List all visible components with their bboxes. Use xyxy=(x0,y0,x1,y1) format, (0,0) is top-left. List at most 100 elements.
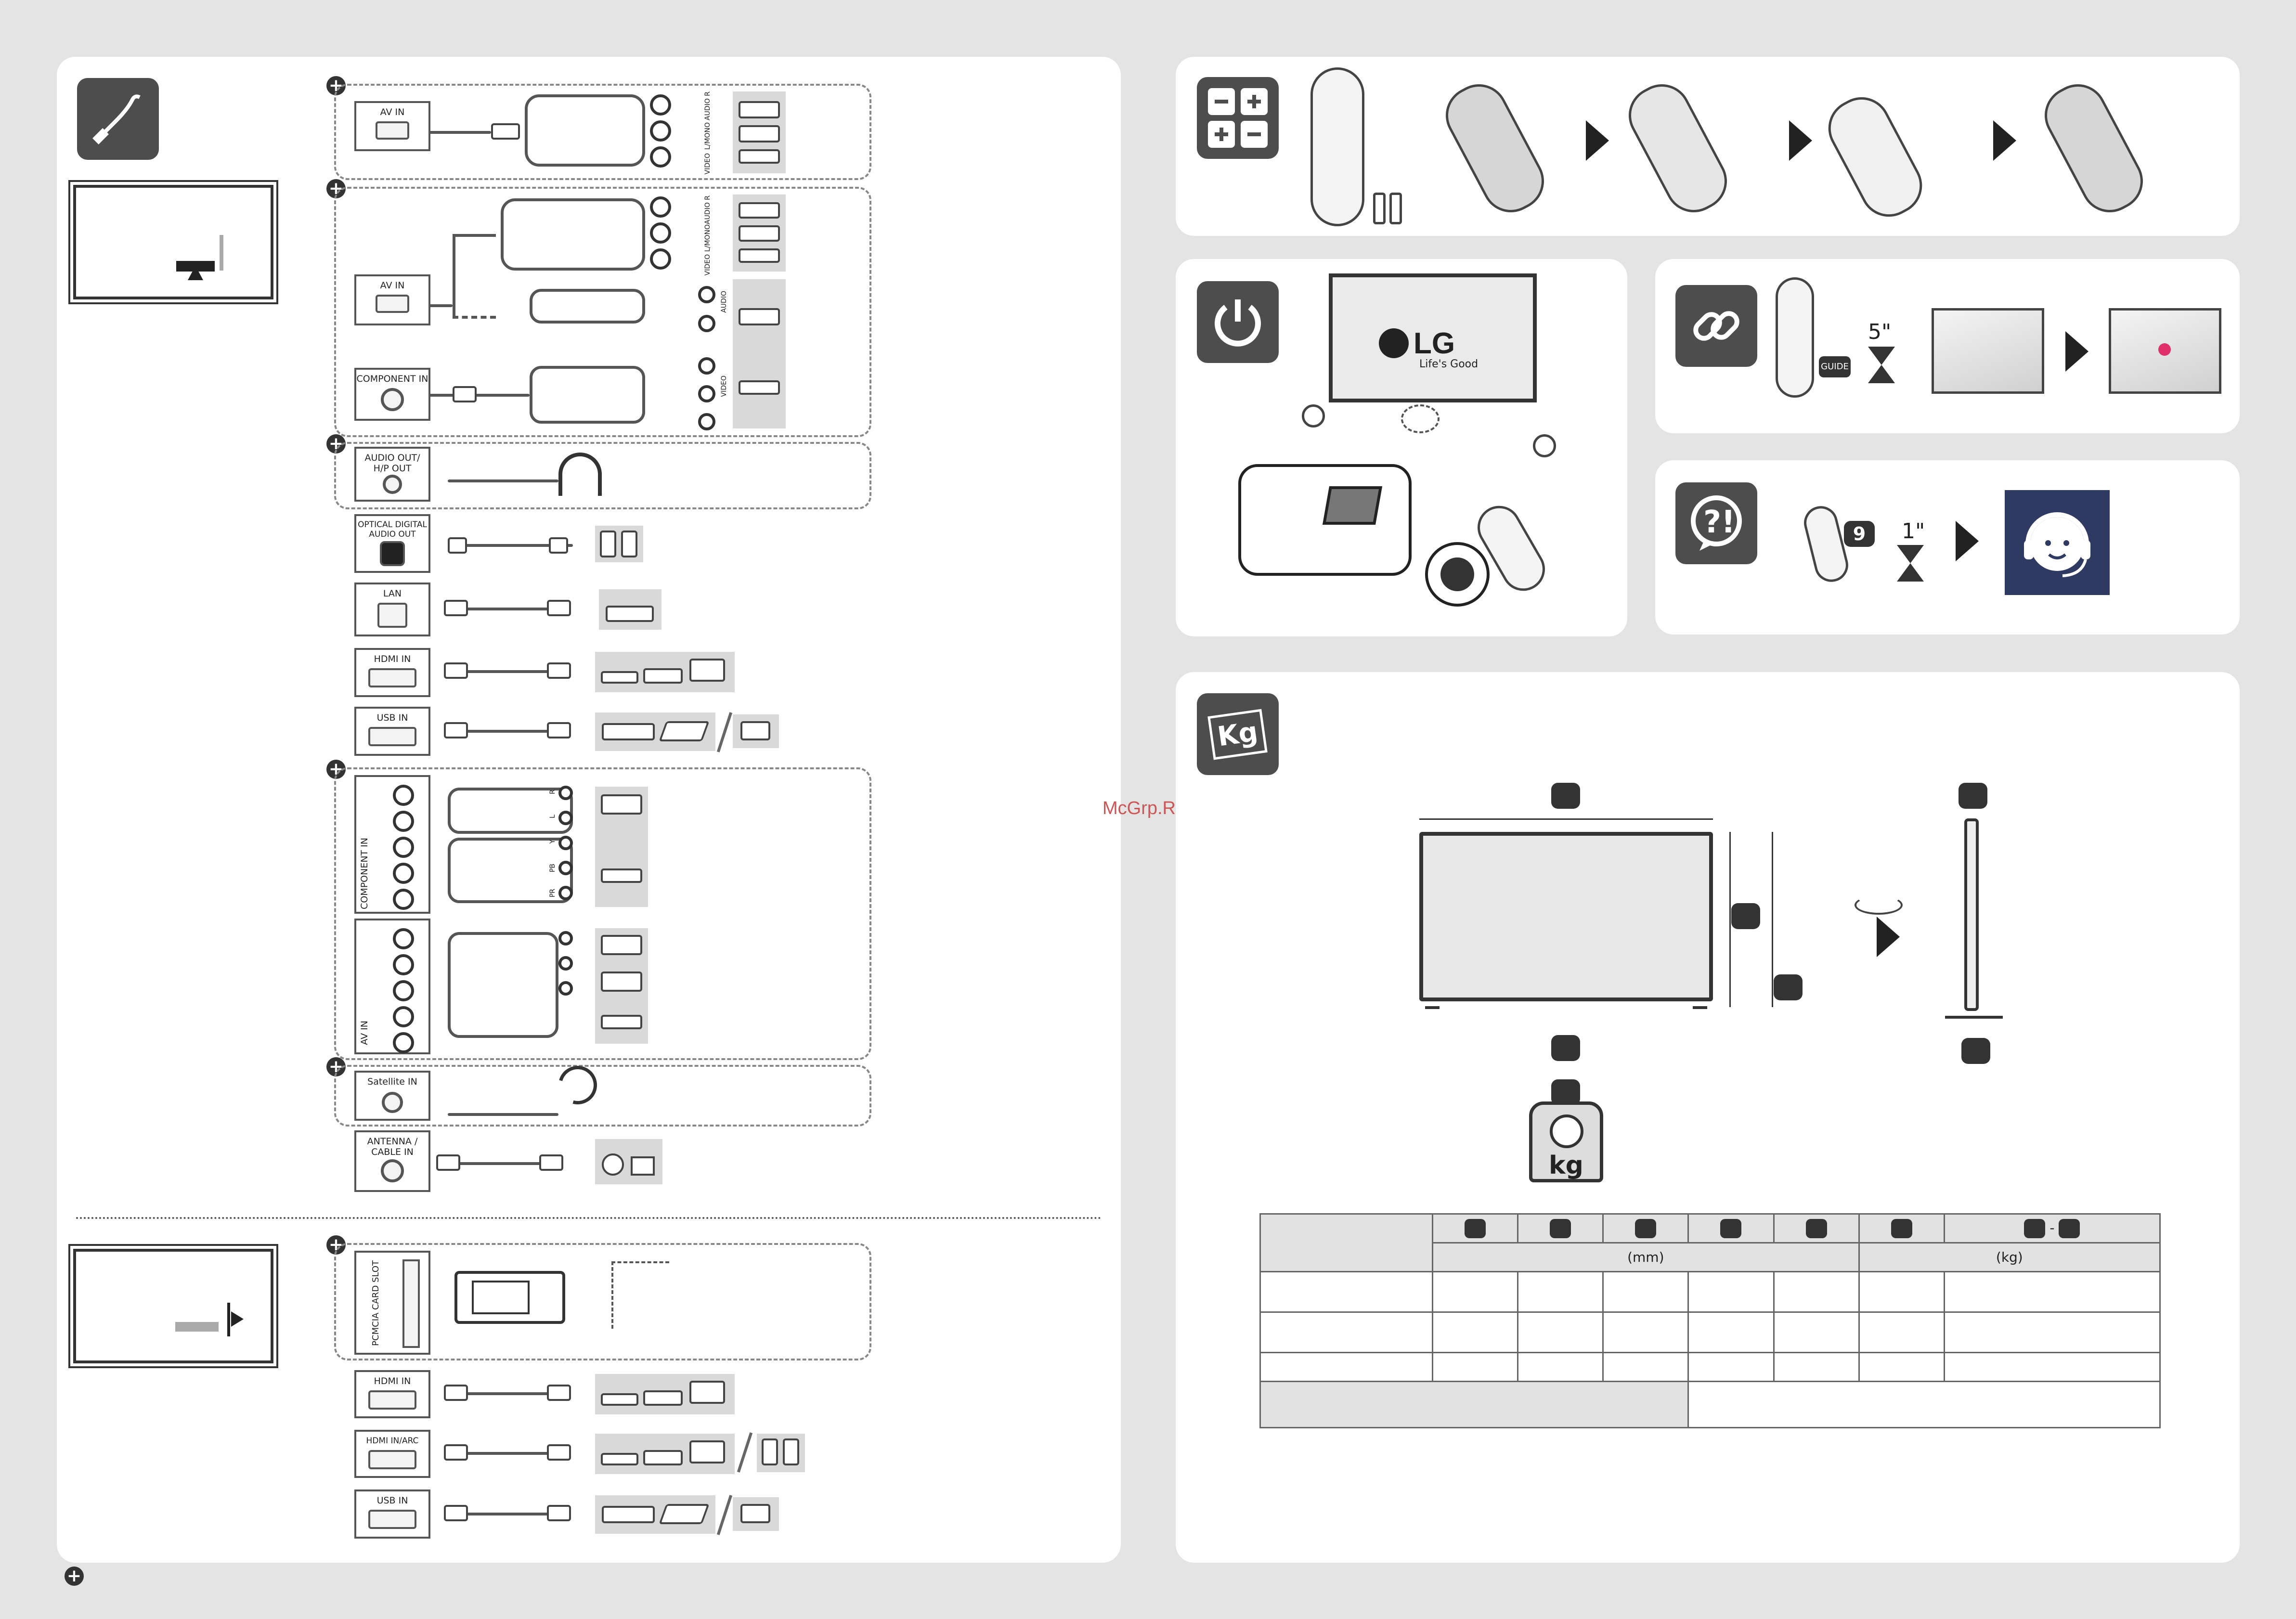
av-jack-icon xyxy=(376,121,409,140)
hdmi-plug-icon xyxy=(444,1385,468,1401)
hdmi-devices xyxy=(595,1434,735,1474)
pink-cursor-icon xyxy=(2158,343,2171,356)
av-cable xyxy=(428,131,491,134)
hdmi-plug-icon xyxy=(444,662,468,679)
hdmi-cable xyxy=(462,1452,558,1455)
usb-in-label: USB IN xyxy=(376,712,408,723)
height-dimension-line-2 xyxy=(1772,832,1773,1007)
usb-in-label: USB IN xyxy=(376,1495,408,1506)
hourglass-icon-bottom xyxy=(1897,563,1924,582)
usb-in-port[interactable]: USB IN xyxy=(354,707,430,756)
tv-side-stand xyxy=(1945,1009,2003,1019)
video-group-label: VIDEO xyxy=(720,376,728,397)
component-in-label: COMPONENT IN xyxy=(356,374,428,384)
hdmi-in-port[interactable]: HDMI IN xyxy=(354,648,430,697)
link-icon xyxy=(1675,285,1757,367)
rca-jacks-1 xyxy=(650,94,671,172)
usb-cable xyxy=(462,1513,558,1515)
hourglass-icon xyxy=(1868,347,1895,365)
usb-plug-icon xyxy=(444,722,468,738)
optical-out-port[interactable]: OPTICAL DIGITAL AUDIO OUT xyxy=(354,514,430,573)
brand-logo: LG xyxy=(1414,327,1455,360)
side-hdmi-in-port[interactable]: HDMI IN xyxy=(354,1370,430,1418)
dimension-badge-c xyxy=(1774,974,1803,1000)
antenna-plug-icon xyxy=(539,1154,563,1171)
usb-plug-icon xyxy=(444,1505,468,1521)
audio-out-port[interactable]: AUDIO OUT/ H/P OUT xyxy=(354,447,430,502)
dimension-badge-b xyxy=(1731,903,1760,929)
rca-split-cables xyxy=(525,94,645,167)
scale-icon: kg xyxy=(1529,1101,1603,1182)
jack-label-video: VIDEO xyxy=(704,254,712,276)
av-in-panel[interactable] xyxy=(354,919,430,1054)
hdmi-jack-icon xyxy=(368,1450,416,1469)
av-in-port[interactable]: AV IN xyxy=(354,101,430,151)
hdmi-plug-icon xyxy=(547,1444,571,1461)
side-usb-in-port[interactable]: USB IN xyxy=(354,1489,430,1539)
kg-icon-label: Kg xyxy=(1207,709,1268,760)
power-icon xyxy=(1197,281,1279,363)
av-device-stack xyxy=(595,928,648,1044)
av-jack-icon xyxy=(376,295,409,313)
support-time: 1" xyxy=(1902,519,1925,544)
mute-icon xyxy=(1533,434,1556,457)
component-in-panel[interactable] xyxy=(354,775,430,914)
watermark: McGrp.Ru xyxy=(1103,798,1186,818)
component-in-port[interactable]: COMPONENT IN xyxy=(354,368,430,421)
component-cable xyxy=(428,394,530,397)
col-g-header: - xyxy=(1943,1213,2161,1243)
tv-side-view xyxy=(1964,818,1979,1011)
antenna-label: ANTENNA / CABLE IN xyxy=(367,1136,418,1157)
table-row xyxy=(1259,1311,2161,1353)
pcmcia-slot-panel[interactable] xyxy=(354,1251,430,1355)
tv-front-view xyxy=(1419,832,1713,1001)
col-a-header xyxy=(1431,1213,1519,1243)
jack-label-video: VIDEO xyxy=(704,153,712,175)
jack-label-audio-r: AUDIO R xyxy=(704,195,712,224)
satellite-in-port[interactable]: Satellite IN xyxy=(354,1071,430,1121)
component-jacks xyxy=(698,357,715,435)
key-nine-button: 9 xyxy=(1844,521,1875,547)
hdmi-plug-icon xyxy=(547,1385,571,1401)
table-row xyxy=(1259,1381,2161,1428)
component-plug-icon xyxy=(453,386,477,402)
guide-button: GUIDE xyxy=(1819,356,1851,377)
lan-jack-icon xyxy=(377,603,407,628)
antenna-cable xyxy=(457,1162,554,1165)
help-icon: ?! xyxy=(1675,482,1757,564)
rca-letter-l: L xyxy=(549,815,557,818)
next-arrow-icon xyxy=(1993,120,2016,161)
support-agent-icon xyxy=(2005,490,2110,595)
table-row xyxy=(1259,1271,2161,1313)
dimension-badge-a xyxy=(1551,783,1580,809)
antenna-in-port[interactable]: ANTENNA / CABLE IN xyxy=(354,1130,430,1192)
av-in-port-2[interactable]: AV IN xyxy=(354,274,430,325)
table-row xyxy=(1259,1352,2161,1382)
battery-icon xyxy=(1389,193,1402,224)
dimension-badge-f xyxy=(1961,1038,1990,1064)
cable-icon xyxy=(77,78,159,160)
antenna-house-device xyxy=(595,1139,662,1184)
hdmi-cable xyxy=(462,1392,558,1395)
rca-jacks-2 xyxy=(650,196,671,274)
av-in-vertical-label: AV IN xyxy=(359,1021,370,1045)
hourglass-icon-bottom xyxy=(1868,365,1895,383)
av-devices xyxy=(733,194,786,272)
side-hdmi-arc-port[interactable]: HDMI IN/ARC xyxy=(354,1430,430,1478)
antenna-jack-icon xyxy=(381,1159,404,1182)
av-group-1 xyxy=(334,84,871,180)
jack-label-lmono: L/MONO xyxy=(704,224,712,252)
battery-polarity-icon xyxy=(1197,77,1279,159)
lan-port[interactable]: LAN xyxy=(354,583,430,636)
rca-letter-pb: PB xyxy=(549,864,557,873)
component-jack-icon xyxy=(381,388,404,411)
usb-storage-devices xyxy=(595,712,715,751)
optical-plug-icon xyxy=(549,537,568,554)
col-f-header xyxy=(1858,1213,1945,1243)
magic-remote-icon xyxy=(1310,67,1364,226)
dimensions-panel xyxy=(1176,672,2240,1563)
magic-remote-icon xyxy=(1776,277,1814,398)
hourglass-icon xyxy=(1897,545,1924,563)
remote-power-circle xyxy=(1425,542,1490,607)
badge-separator: - xyxy=(2050,1219,2055,1236)
